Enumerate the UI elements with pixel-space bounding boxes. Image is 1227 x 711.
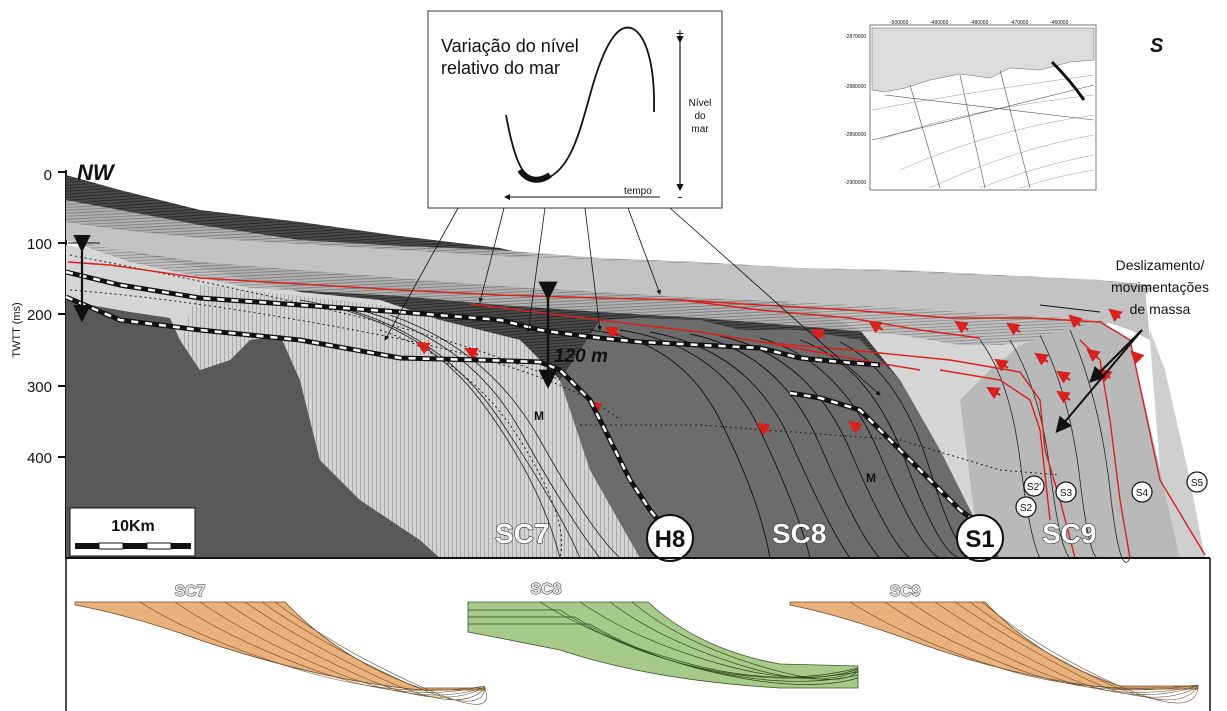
models-panel: SC7 SC8 — [65, 558, 1211, 711]
small-surface-markers: S2' S2 S3 S4 S5 — [1015, 471, 1208, 518]
y-ticks — [58, 171, 66, 458]
map-left-tick-3: -2890000 — [845, 132, 866, 138]
sc7-model-label: SC7 — [174, 583, 205, 600]
map-top-tick-5: -460000 — [1050, 20, 1069, 26]
s3-label: S3 — [1060, 488, 1073, 499]
y-tick-200: 200 — [27, 307, 52, 324]
sea-level-label-1: Nível — [689, 98, 712, 109]
s1-marker: S1 — [956, 514, 1004, 562]
mass-movement-line3: de massa — [1130, 301, 1191, 317]
orientation-s: S — [1150, 35, 1164, 57]
h8-marker: H8 — [646, 514, 694, 562]
sc8-label: SC8 — [772, 518, 826, 549]
sea-level-label-3: mar — [691, 124, 709, 135]
sc9-model: SC9 — [789, 583, 1199, 704]
map-top-tick-4: -470000 — [1010, 20, 1029, 26]
m-label-sc7: M — [534, 409, 544, 423]
sc9-label: SC9 — [1042, 518, 1096, 549]
lowstand-highlight — [517, 168, 552, 183]
s4-label: S4 — [1136, 488, 1149, 499]
s1-label: S1 — [965, 526, 994, 553]
seismic-section: 120 m M M SC7 SC8 SC9 H8 S1 S2' S2 S3 S4 — [65, 175, 1210, 563]
location-map: -500000 -490000 -480000 -470000 -460000 … — [845, 20, 1097, 191]
inset-minus: - — [678, 188, 683, 204]
y-axis: 0 100 200 300 400 TWTT (ms) — [11, 167, 67, 558]
h8-label: H8 — [655, 526, 686, 553]
map-left-tick-4: -2900000 — [845, 180, 866, 186]
map-left-tick-1: -2870000 — [845, 34, 866, 40]
inset-title-line2: relativo do mar — [441, 58, 560, 78]
map-top-tick-1: -500000 — [890, 20, 909, 26]
sc8-model: SC8 — [467, 581, 859, 689]
sea-level-inset: Variação do nível relativo do mar + - Ní… — [427, 10, 723, 209]
sea-level-label-2: do — [694, 111, 706, 122]
mass-movement-annotation: Deslizamento/ movimentações de massa — [1055, 257, 1209, 434]
thickness-arrows — [68, 234, 558, 389]
s2-prime-label: S2' — [1027, 482, 1041, 493]
inset-plus: + — [676, 25, 684, 41]
y-tick-300: 300 — [27, 379, 52, 396]
red-horizons — [67, 261, 1206, 559]
m-label-sc8: M — [866, 471, 876, 485]
y-tick-400: 400 — [27, 450, 52, 467]
map-top-tick-2: -490000 — [930, 20, 949, 26]
sc8-model-label: SC8 — [530, 581, 561, 598]
inset-connectors — [384, 207, 881, 396]
map-left-tick-2: -2880000 — [845, 84, 866, 90]
scale-bar: 10Km — [69, 507, 196, 557]
mass-movement-line2: movimentações — [1111, 279, 1209, 295]
orientation-nw: NW — [77, 160, 116, 185]
thickness-label: 120 m — [554, 346, 608, 367]
time-label: tempo — [624, 186, 652, 197]
mass-movement-line1: Deslizamento/ — [1116, 257, 1205, 273]
sc7-reflectors — [299, 299, 621, 559]
s5-label: S5 — [1191, 478, 1204, 489]
y-tick-0: 0 — [44, 167, 52, 184]
scale-label: 10Km — [111, 518, 155, 535]
sc7-model: SC7 — [74, 583, 487, 705]
s2-label: S2 — [1020, 503, 1033, 514]
inset-title-line1: Variação do nível — [441, 36, 579, 56]
sc9-model-label: SC9 — [889, 583, 920, 600]
y-tick-100: 100 — [27, 236, 52, 253]
sc7-label: SC7 — [495, 518, 549, 549]
map-top-tick-3: -480000 — [970, 20, 989, 26]
y-axis-label: TWTT (ms) — [11, 302, 23, 357]
